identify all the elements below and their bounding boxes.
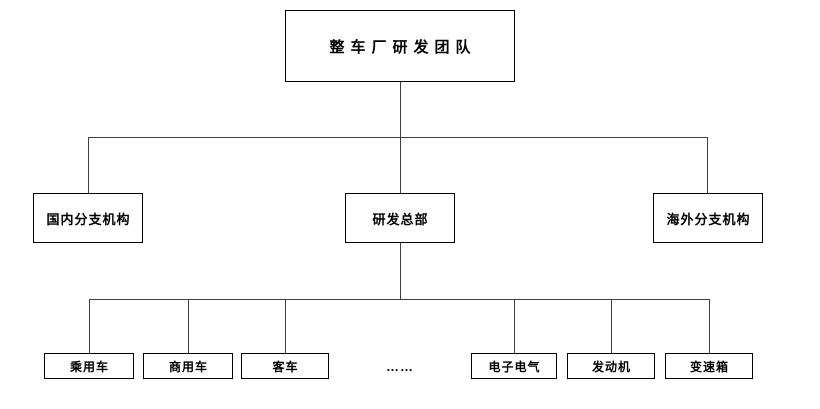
connector-level3-drop-3 [285, 299, 286, 353]
connector-level3-horizontal [89, 299, 709, 300]
org-box-commercial-vehicle-label: 商用车 [168, 359, 208, 374]
connector-level2-right-drop [707, 137, 708, 193]
org-box-engine-label: 发动机 [591, 359, 631, 374]
org-box-passenger-car: 乘用车 [44, 353, 134, 379]
connector-level3-drop-5 [514, 299, 515, 353]
connector-level3-drop-1 [89, 299, 90, 353]
org-box-passenger-car-label: 乘用车 [69, 359, 109, 374]
org-box-gearbox-label: 变速箱 [689, 359, 729, 374]
org-ellipsis: …… [358, 353, 442, 379]
org-ellipsis-label: …… [386, 358, 414, 374]
org-box-electronics-electrical-label: 电子电气 [488, 359, 541, 374]
org-box-electronics-electrical: 电子电气 [471, 353, 557, 379]
org-box-domestic-branch: 国内分支机构 [33, 193, 143, 243]
org-box-overseas-branch: 海外分支机构 [653, 193, 763, 243]
org-box-overseas-branch-label: 海外分支机构 [666, 211, 751, 227]
org-box-domestic-branch-label: 国内分支机构 [46, 211, 131, 227]
org-box-gearbox: 变速箱 [665, 353, 753, 379]
org-box-rd-headquarters: 研发总部 [345, 193, 455, 243]
org-box-root: 整车厂研发团队 [285, 10, 515, 82]
org-box-commercial-vehicle: 商用车 [143, 353, 233, 379]
org-box-bus-label: 客车 [272, 359, 299, 374]
org-box-bus: 客车 [241, 353, 329, 379]
org-box-rd-headquarters-label: 研发总部 [372, 211, 429, 227]
connector-level2-horizontal [88, 137, 708, 138]
connector-headquarters-vertical [400, 243, 401, 299]
org-box-root-label: 整车厂研发团队 [329, 38, 477, 56]
org-box-engine: 发动机 [567, 353, 655, 379]
connector-level2-left-drop [88, 137, 89, 193]
connector-level3-drop-2 [188, 299, 189, 353]
connector-level3-drop-6 [611, 299, 612, 353]
connector-level3-drop-7 [709, 299, 710, 353]
